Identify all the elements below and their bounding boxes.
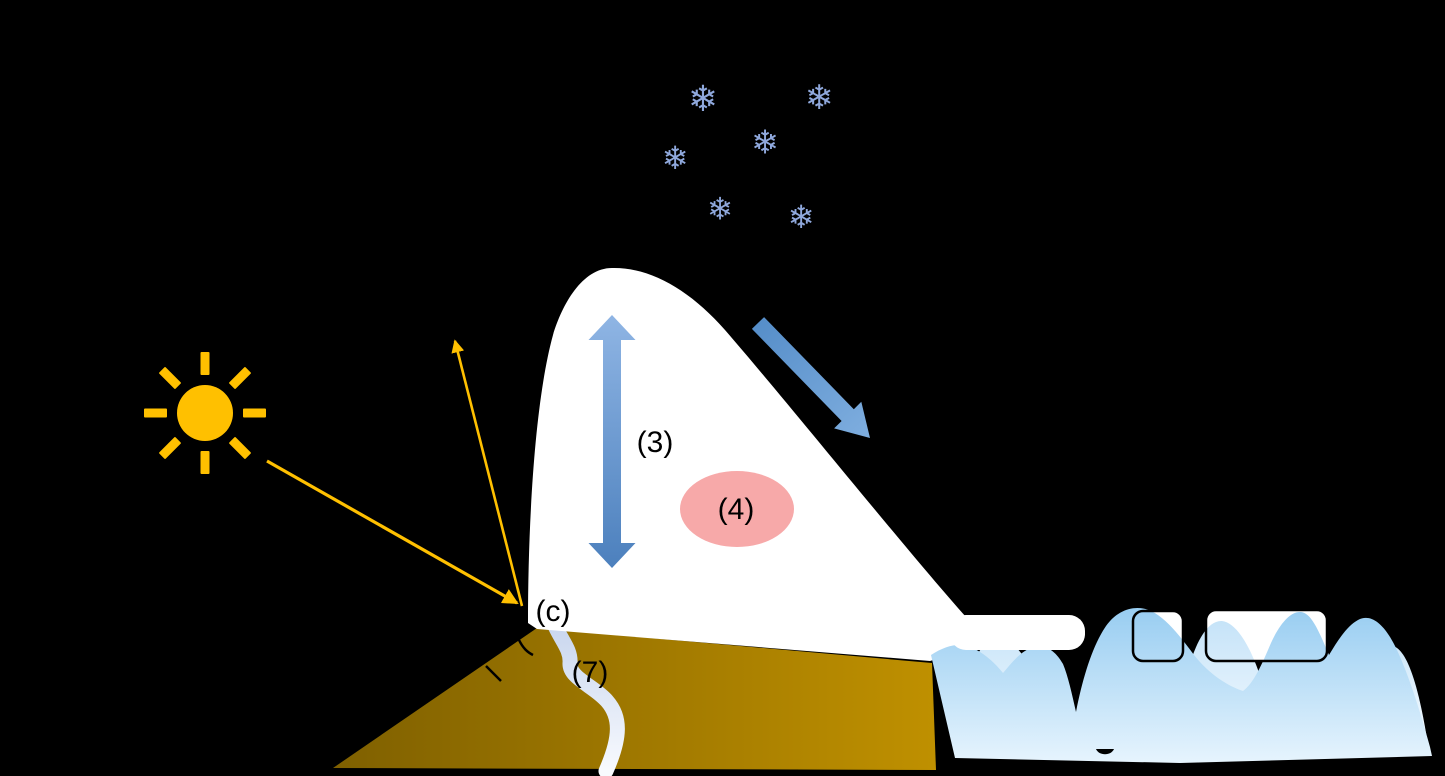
ground-tick-mark-2 <box>485 665 502 682</box>
label-4: (4) <box>717 493 755 526</box>
ellipse-marker <box>680 471 794 547</box>
sun-icon <box>144 352 266 474</box>
snowflake-icon: ❄ <box>707 191 733 228</box>
iceberg-box-large-border <box>1204 608 1329 663</box>
snowflake-icon: ❄ <box>661 139 689 177</box>
glacier-tongue <box>950 615 1085 650</box>
iceberg-box-small-border <box>1131 609 1185 663</box>
sunlight-reflected-arrow <box>451 339 524 607</box>
label-3: (3) <box>636 426 674 459</box>
snowflake-icon: ❄ <box>687 79 719 120</box>
flow-arrow <box>751 317 870 438</box>
ground-tick-mark-1 <box>517 639 534 657</box>
snowflake-icon: ❄ <box>751 122 779 162</box>
thickness-double-arrow <box>588 315 636 568</box>
ground-slope <box>333 628 936 770</box>
sunlight-incident-arrow <box>266 459 519 605</box>
water-surface-mark <box>1096 749 1114 755</box>
sea-waves-front <box>931 607 1432 763</box>
label-c: (c) <box>535 595 571 628</box>
meltwater-river <box>547 618 625 776</box>
snowflake-icon: ❄ <box>787 198 815 236</box>
label-7: (7) <box>571 656 609 689</box>
snowflake-icon: ❄ <box>804 78 834 118</box>
glacier-body <box>528 267 966 661</box>
